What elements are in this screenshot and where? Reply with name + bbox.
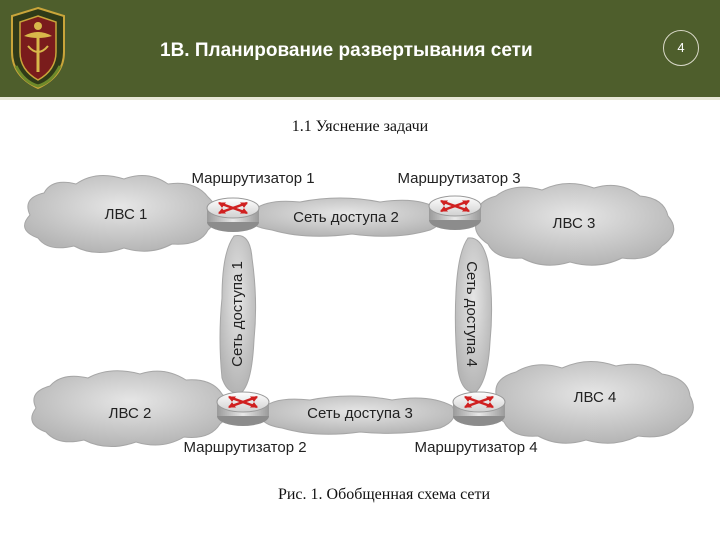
page-number-badge: 4 — [663, 30, 699, 66]
lan-1-label: ЛВС 1 — [105, 206, 148, 223]
network-diagram: Маршрутизатор 1 Маршрутизатор 3 Маршрути… — [24, 170, 694, 456]
access-network-1-label: Сеть доступа 1 — [229, 261, 246, 367]
router-1-label: Маршрутизатор 1 — [191, 170, 314, 187]
military-emblem-icon — [11, 6, 65, 90]
router-4-icon — [452, 391, 506, 426]
lan-cloud-3 — [475, 183, 675, 266]
access-network-4-label: Сеть доступа 4 — [463, 261, 480, 367]
router-3-label: Маршрутизатор 3 — [397, 170, 520, 187]
lan-2-label: ЛВС 2 — [109, 405, 152, 422]
router-2-icon — [216, 391, 270, 426]
router-4-label: Маршрутизатор 4 — [414, 439, 537, 456]
slide-title: 1В. Планирование развертывания сети — [160, 40, 533, 61]
lan-cloud-4 — [491, 361, 694, 444]
section-subtitle: 1.1 Уяснение задачи — [291, 118, 429, 135]
router-2-label: Маршрутизатор 2 — [183, 439, 306, 456]
lan-4-label: ЛВС 4 — [574, 389, 617, 406]
figure-caption: Рис. 1. Обобщенная схема сети — [277, 486, 491, 503]
router-3-icon — [428, 195, 482, 230]
lan-3-label: ЛВС 3 — [553, 215, 596, 232]
slide-header: 1В. Планирование развертывания сети 4 — [0, 0, 720, 100]
access-network-cloud-3 — [260, 395, 455, 435]
access-network-2-label: Сеть доступа 2 — [293, 209, 399, 226]
router-1-icon — [206, 197, 260, 232]
access-network-3-label: Сеть доступа 3 — [307, 405, 413, 422]
